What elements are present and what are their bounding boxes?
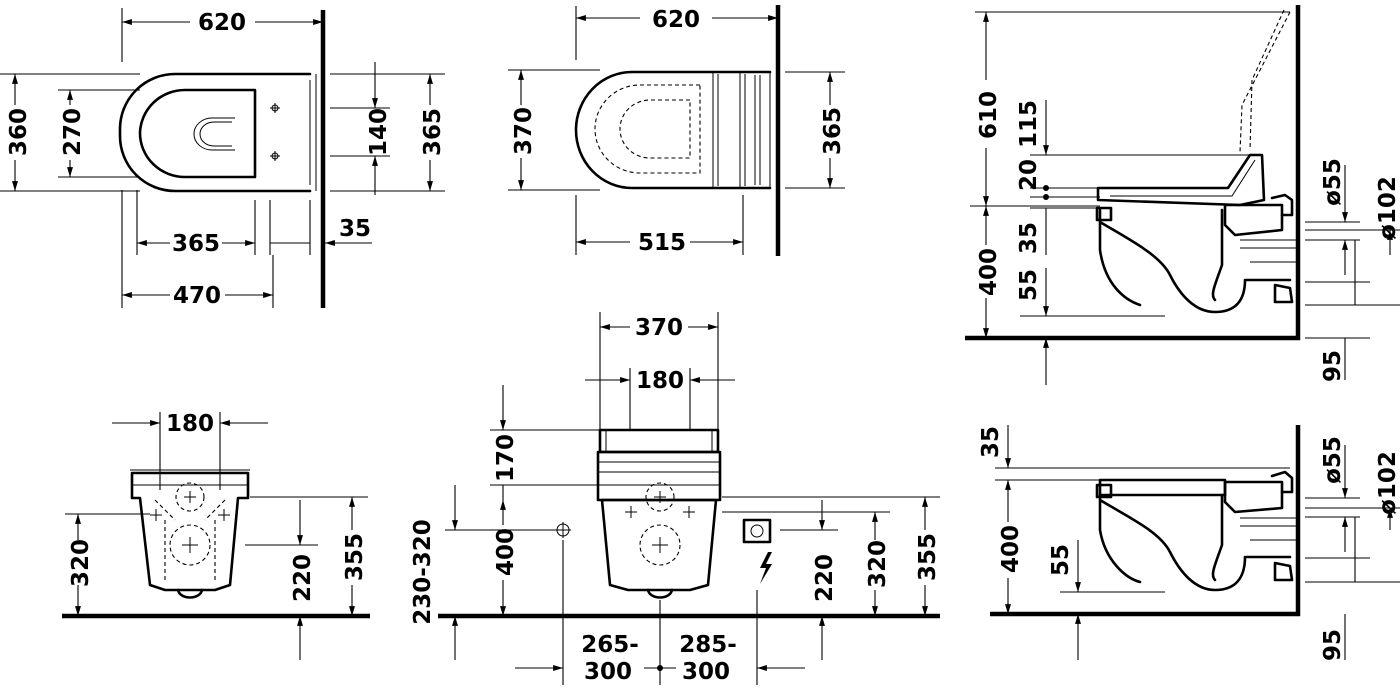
dim-bottom-middle-320: 320	[865, 540, 891, 588]
dim-bottom-middle-180: 180	[636, 368, 684, 394]
dim-bottom-right-400: 400	[998, 525, 1024, 573]
bowl-profile-2	[1098, 493, 1292, 592]
dim-top-right-400: 400	[976, 248, 1002, 296]
dim-bottom-middle-230-320: 230-320	[410, 519, 436, 625]
dim-top-left-620: 620	[198, 10, 246, 36]
bowl-outline	[118, 72, 312, 193]
dim-top-left-360: 360	[6, 108, 32, 156]
bowl-front-seat	[600, 498, 718, 592]
dim-top-right-d55: ø55	[1320, 158, 1346, 206]
dim-top-right-55: 55	[1016, 269, 1042, 301]
dim-top-middle-370: 370	[511, 107, 537, 155]
dim-top-middle-515: 515	[638, 230, 686, 256]
plan-view-top-middle: 620 370 365 515	[508, 5, 846, 256]
dim-top-middle-620: 620	[652, 7, 700, 33]
front-view-bottom-middle: 370 180 170 230-320 400 220 320	[410, 312, 941, 685]
bowl-opening	[138, 88, 257, 179]
bowl-front	[130, 471, 250, 592]
front-view-bottom-left: 180 320 220 355	[62, 411, 370, 660]
dim-bottom-middle-285-300: 300	[682, 659, 730, 685]
dim-top-left-270: 270	[60, 108, 86, 156]
dim-bottom-right-d55: ø55	[1320, 436, 1346, 484]
dim-bottom-left-220: 220	[290, 554, 316, 602]
dim-bottom-right-55: 55	[1048, 544, 1074, 576]
side-view-bottom-right: 35 400 55 ø55 ø102 95	[978, 425, 1400, 661]
plan-view-top-left: 620 360 270 140 365 365 35	[0, 8, 446, 309]
dim-top-left-140: 140	[366, 108, 392, 156]
dim-bottom-left-355: 355	[342, 533, 368, 581]
bowl-profile	[1098, 208, 1292, 314]
seat-lid	[1096, 153, 1266, 207]
dim-bottom-middle-400: 400	[493, 528, 519, 576]
dim-top-right-610: 610	[976, 91, 1002, 139]
dim-bottom-right-35: 35	[978, 426, 1004, 458]
dim-bottom-left-180: 180	[166, 411, 214, 437]
dim-bottom-middle-170: 170	[493, 434, 519, 482]
dim-top-right-20: 20	[1016, 159, 1042, 191]
side-view-top-right: 610 400 115 20 35 55 ø55 ø102	[965, 5, 1400, 385]
dim-bottom-middle-265-300: 300	[584, 659, 632, 685]
dim-bottom-middle-265: 265-	[581, 632, 639, 658]
dim-bottom-right-95: 95	[1320, 629, 1346, 661]
dim-top-left-365v: 365	[420, 108, 446, 156]
dim-top-right-115: 115	[1016, 100, 1042, 148]
dim-bottom-middle-370: 370	[635, 315, 683, 341]
dim-top-right-35: 35	[1016, 222, 1042, 254]
lid-top	[598, 428, 720, 454]
dim-top-right-d102: ø102	[1375, 176, 1400, 240]
dim-top-left-470: 470	[173, 283, 221, 309]
electric-icon	[760, 552, 772, 584]
dim-top-right-95: 95	[1320, 350, 1346, 382]
dim-bottom-middle-355: 355	[915, 533, 941, 581]
dim-bottom-left-320: 320	[68, 539, 94, 587]
dim-top-middle-365: 365	[820, 107, 846, 155]
seat-outline	[574, 70, 772, 190]
dim-top-left-35: 35	[339, 216, 371, 242]
dim-bottom-middle-285: 285-	[679, 632, 737, 658]
dim-top-left-365h: 365	[172, 231, 220, 257]
dim-bottom-right-d102: ø102	[1375, 451, 1400, 515]
dim-bottom-middle-220: 220	[812, 554, 838, 602]
socket-icon	[742, 518, 772, 544]
